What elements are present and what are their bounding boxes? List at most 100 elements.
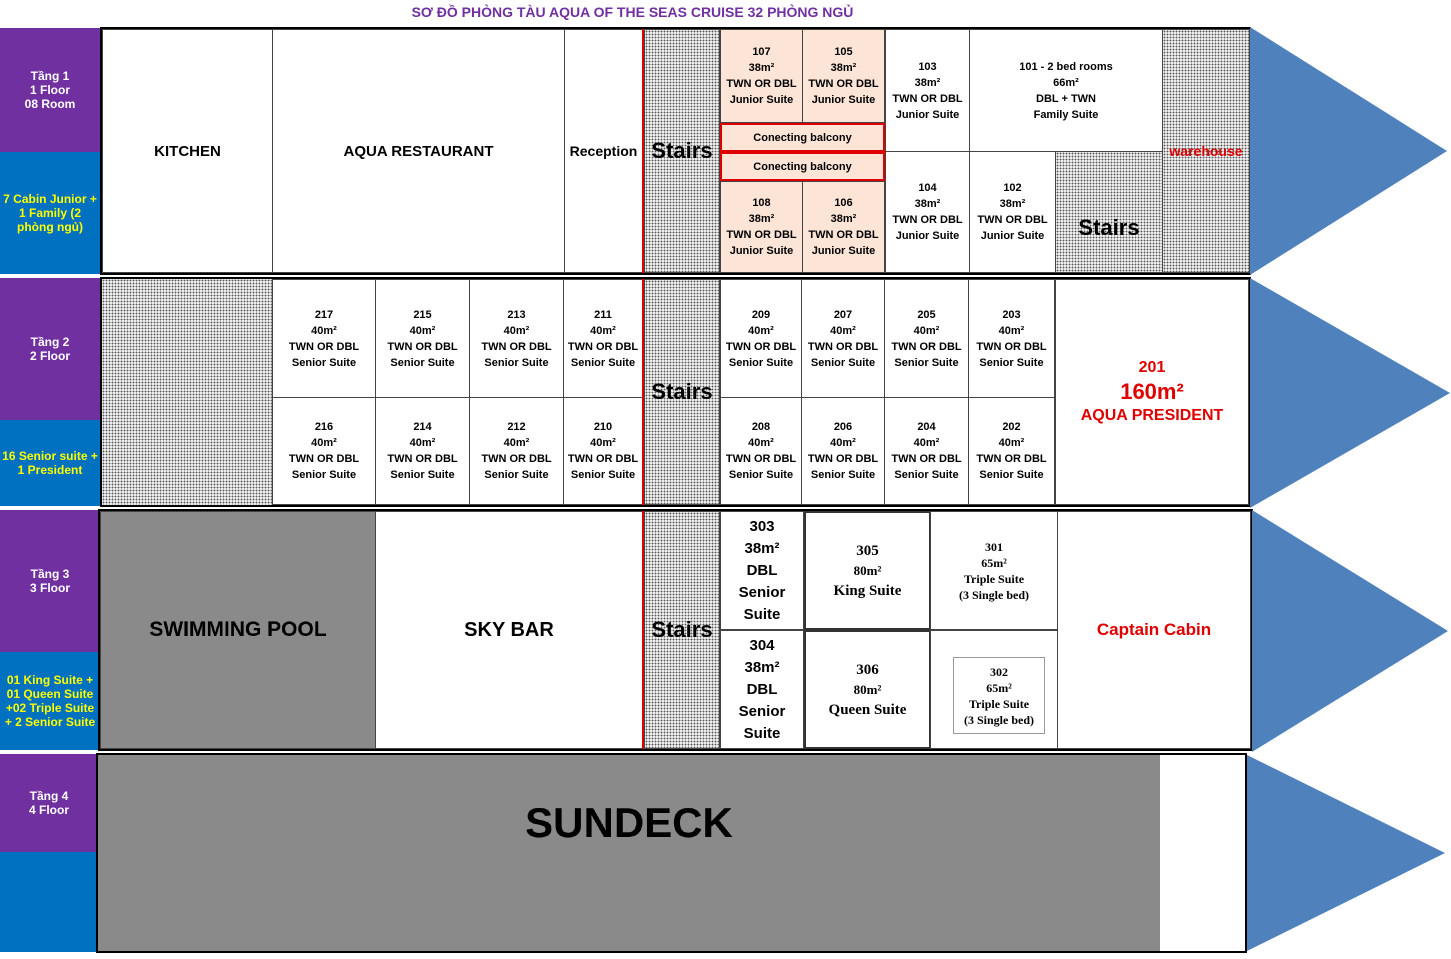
- room-105-type: Junior Suite: [811, 94, 876, 106]
- room-208-bed: TWN OR DBL: [725, 453, 797, 465]
- room-201-president: 201 160m² AQUA PRESIDENT: [1055, 279, 1249, 505]
- room-301-area: 65m²: [981, 555, 1007, 570]
- room-209-bed: TWN OR DBL: [725, 340, 797, 353]
- room-208-area: 40m²: [748, 437, 774, 449]
- room-213-area: 40m²: [503, 324, 530, 337]
- room-301: 301 65m² Triple Suite (3 Single bed): [930, 511, 1058, 630]
- room-105-area: 38m²: [830, 62, 857, 74]
- room-215-area: 40m²: [409, 324, 436, 337]
- room-104-area: 38m²: [914, 198, 941, 210]
- room-105-bed: TWN OR DBL: [808, 78, 879, 90]
- room-106-bed: TWN OR DBL: [808, 229, 879, 241]
- room-305: 305 80m² King Suite: [804, 511, 931, 630]
- president-number: 201: [1138, 359, 1166, 376]
- floor4-summary: [0, 852, 98, 952]
- room-217-bed: TWN OR DBL: [288, 340, 360, 353]
- room-301-number: 301: [985, 539, 1003, 554]
- room-306-area: 80m²: [853, 681, 882, 697]
- warehouse: warehouse: [1162, 29, 1250, 273]
- sky-bar: SKY BAR: [375, 511, 643, 749]
- room-204-number: 204: [917, 421, 936, 433]
- floor2-label-line1: Tầng 2: [30, 335, 70, 349]
- room-302-area: 65m²: [986, 680, 1012, 695]
- room-205-bed: TWN OR DBL: [891, 340, 962, 353]
- room-208-number: 208: [751, 421, 771, 433]
- room-215-bed: TWN OR DBL: [387, 340, 458, 353]
- room-205-type: Senior Suite: [894, 356, 959, 369]
- room-205-number: 205: [917, 308, 936, 321]
- room-105-number: 105: [834, 46, 853, 58]
- warehouse-label: warehouse: [1169, 143, 1243, 159]
- room-209-area: 40m²: [748, 324, 774, 337]
- room-305-number: 305: [856, 542, 879, 559]
- room-305-type: King Suite: [833, 582, 902, 599]
- room-211-number: 211: [594, 308, 612, 321]
- room-202-number: 202: [1002, 421, 1021, 433]
- room-203-area: 40m²: [998, 324, 1025, 337]
- room-202-type: Senior Suite: [979, 469, 1044, 481]
- room-302-beds: (3 Single bed): [963, 712, 1034, 727]
- room-211-bed: TWN OR DBL: [567, 340, 639, 353]
- room-304-type1: Senior: [738, 702, 786, 720]
- room-303-bed: DBL: [746, 561, 778, 579]
- floor3-summary: 01 King Suite + 01 Queen Suite +02 Tripl…: [0, 652, 100, 750]
- room-102-type: Junior Suite: [980, 230, 1045, 242]
- room-101-type: Family Suite: [1033, 108, 1099, 121]
- divider-line: [642, 511, 644, 749]
- room-211-area: 40m²: [590, 324, 616, 337]
- kitchen: KITCHEN: [102, 29, 273, 273]
- room-303-number: 303: [749, 517, 775, 535]
- room-103-area: 38m²: [914, 76, 941, 89]
- room-204-area: 40m²: [913, 437, 940, 449]
- room-304: 304 38m² DBL Senior Suite: [720, 630, 804, 749]
- room-306-number: 306: [856, 661, 879, 678]
- room-214-area: 40m²: [409, 437, 436, 449]
- room-102: 102 38m² TWN OR DBL Junior Suite: [969, 151, 1056, 273]
- floor2-open-area: [102, 279, 272, 505]
- diagram-title: SƠ ĐỒ PHÒNG TÀU AQUA OF THE SEAS CRUISE …: [411, 4, 854, 20]
- room-216-type: Senior Suite: [291, 469, 357, 481]
- room-306: 306 80m² Queen Suite: [804, 630, 931, 749]
- room-212-area: 40m²: [503, 437, 530, 449]
- room-206-bed: TWN OR DBL: [807, 453, 879, 465]
- floor4-label-line1: Tầng 4: [29, 789, 69, 803]
- room-107-type: Junior Suite: [729, 94, 794, 106]
- room-303-type2: Suite: [743, 605, 781, 623]
- room-301-type: Triple Suite: [963, 571, 1025, 586]
- room-215-type: Senior Suite: [390, 356, 455, 369]
- room-102-area: 38m²: [999, 198, 1026, 210]
- room-203-type: Senior Suite: [979, 356, 1044, 369]
- room-214-bed: TWN OR DBL: [387, 453, 458, 465]
- swimming-pool: SWIMMING POOL: [100, 511, 376, 749]
- room-207-bed: TWN OR DBL: [807, 340, 879, 353]
- room-106-number: 106: [834, 197, 853, 209]
- floor1-label-line1: Tầng 1: [30, 69, 70, 83]
- room-103-number: 103: [918, 60, 937, 73]
- room-304-area: 38m²: [744, 658, 780, 676]
- president-area: 160m²: [1120, 379, 1184, 404]
- room-206-area: 40m²: [830, 437, 856, 449]
- room-301-beds: (3 Single bed): [958, 587, 1029, 602]
- room-304-type2: Suite: [743, 724, 781, 742]
- room-103-bed: TWN OR DBL: [892, 92, 963, 105]
- floor4-label: Tầng 4 4 Floor: [0, 754, 98, 852]
- divider-line: [642, 279, 644, 505]
- room-107-area: 38m²: [748, 62, 775, 74]
- room-214-type: Senior Suite: [390, 469, 455, 481]
- room-108-number: 108: [752, 197, 771, 209]
- room-213-bed: TWN OR DBL: [481, 340, 552, 353]
- room-207-area: 40m²: [830, 324, 856, 337]
- floor2-summary: 16 Senior suite + 1 President: [0, 420, 100, 506]
- room-210-area: 40m²: [590, 437, 616, 449]
- room-208-type: Senior Suite: [728, 469, 794, 481]
- room-104-type: Junior Suite: [895, 230, 960, 242]
- room-216-number: 216: [314, 421, 334, 433]
- sundeck: SUNDECK: [98, 755, 1160, 951]
